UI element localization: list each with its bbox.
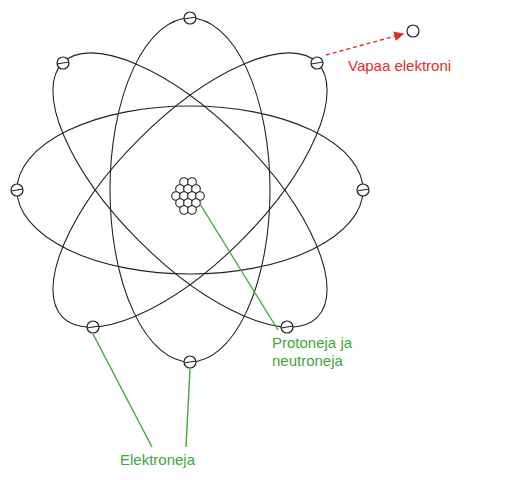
- electron: [184, 12, 196, 24]
- electron-label: Elektroneja: [120, 451, 230, 469]
- electron: [57, 57, 69, 69]
- free-electron-label: Vapaa elektroni: [348, 57, 498, 75]
- nucleon: [188, 206, 197, 215]
- leader-line: [200, 204, 278, 330]
- orbit: [17, 106, 363, 274]
- leader-line: [93, 334, 152, 447]
- electron: [281, 321, 293, 333]
- nucleus: [172, 178, 205, 215]
- electron: [311, 57, 323, 69]
- escape-arrow: [326, 34, 403, 55]
- orbit: [110, 18, 270, 362]
- electron: [87, 321, 99, 333]
- electron: [184, 356, 196, 368]
- electron: [357, 184, 369, 196]
- nucleus-label: Protoneja ja neutroneja: [272, 334, 384, 370]
- orbit: [12, 12, 368, 368]
- leader-lines: [93, 204, 278, 447]
- orbit: [12, 12, 368, 368]
- orbits: [12, 12, 368, 368]
- nucleon: [180, 206, 189, 215]
- electron: [11, 184, 23, 196]
- leader-line: [186, 369, 190, 447]
- free-electron: [407, 25, 419, 37]
